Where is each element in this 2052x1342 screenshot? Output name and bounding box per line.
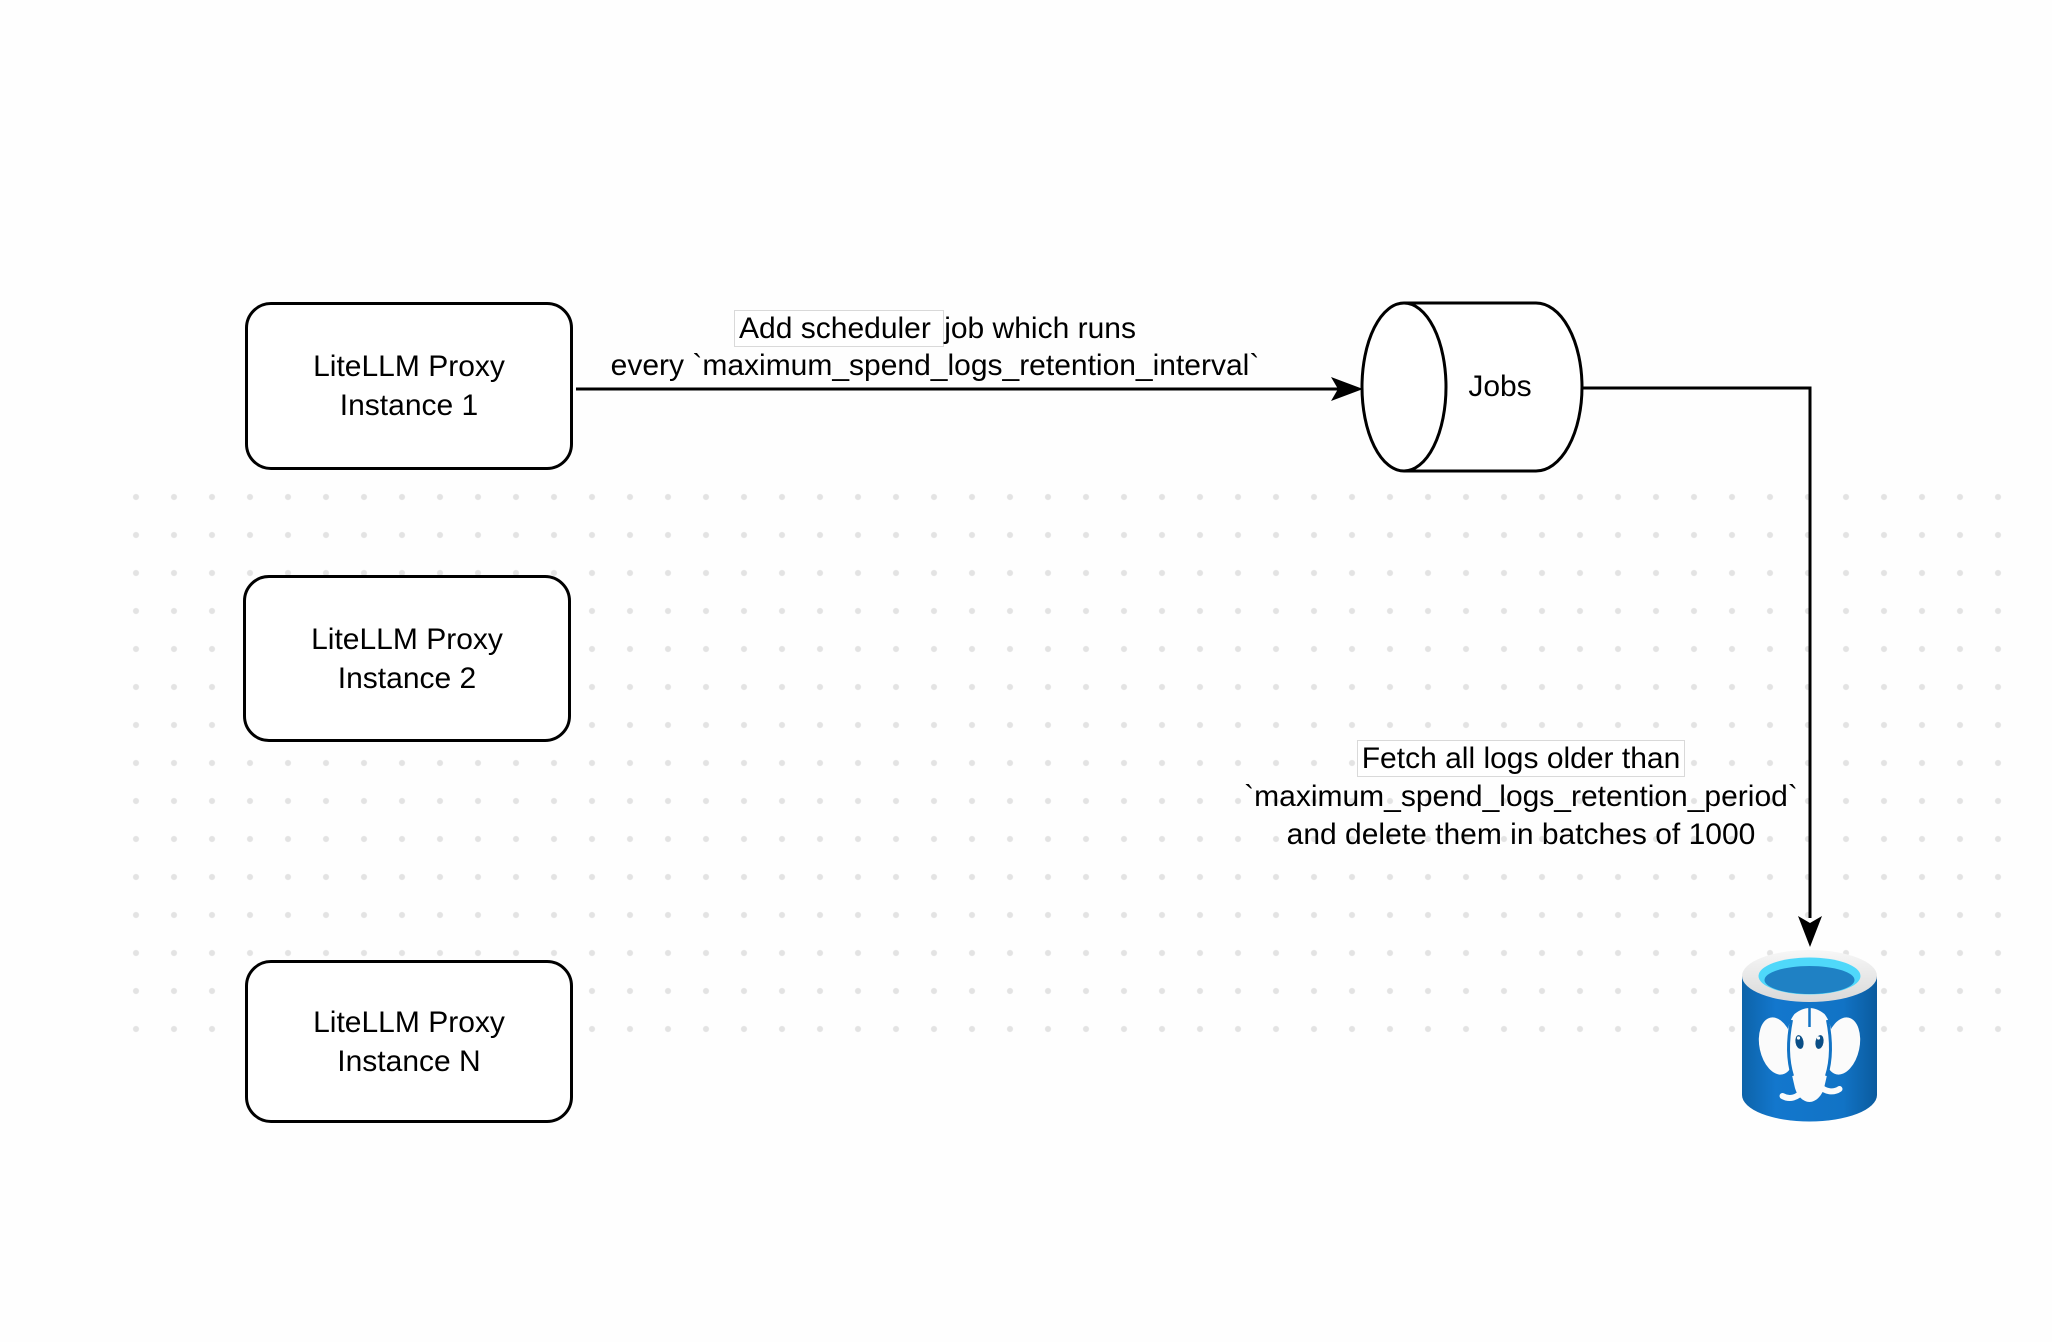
- node-label-line: LiteLLM Proxy: [311, 622, 503, 656]
- edge-label-highlight: Add scheduler: [734, 310, 945, 347]
- node-label-line: LiteLLM Proxy: [313, 1005, 505, 1039]
- jobs-queue-cylinder: [1360, 301, 1584, 473]
- node-jobs-label: Jobs: [1468, 370, 1532, 403]
- arrowhead-down-icon: [1798, 916, 1822, 947]
- node-label-line: Instance N: [337, 1044, 481, 1078]
- edge-label-text: job which runs: [944, 312, 1136, 345]
- node-label-line: LiteLLM Proxy: [313, 350, 505, 383]
- edge-label-fetch-delete: Fetch all logs older than `maximum_spend…: [1185, 740, 1857, 854]
- postgres-elephant-icon: [1758, 1008, 1861, 1102]
- postgres-cylinder-liquid-deep: [1764, 966, 1855, 994]
- node-label-line: Instance 1: [339, 389, 479, 422]
- node-litellm-proxy-instance-1: LiteLLM Proxy Instance 1: [245, 302, 573, 470]
- node-litellm-proxy-instance-n: LiteLLM Proxy Instance N: [245, 960, 573, 1123]
- node-litellm-proxy-instance-2: LiteLLM Proxy Instance 2: [243, 575, 571, 742]
- edge-label-highlight: Fetch all logs older than: [1356, 740, 1686, 777]
- edge-label-add-scheduler-job: Add scheduler job which runs every `maxi…: [585, 310, 1285, 384]
- dot-grid-background: [117, 478, 2017, 1050]
- arrowhead-right-icon: [1331, 377, 1363, 401]
- edge-label-line: `maximum_spend_logs_retention_period`: [1244, 780, 1798, 813]
- edge-add-scheduler-job: [576, 377, 1363, 401]
- node-label-line: Instance 2: [337, 661, 477, 695]
- postgresql-database-icon: [1742, 950, 1877, 1122]
- edge-label-line: Fetch all logs older than: [1185, 740, 1857, 778]
- edge-label-line: Add scheduler job which runs: [585, 310, 1285, 347]
- edge-fetch-delete: [1582, 386, 1822, 947]
- edge-label-line: and delete them in batches of 1000: [1286, 818, 1756, 851]
- edge-label-line: every `maximum_spend_logs_retention_inte…: [610, 349, 1260, 382]
